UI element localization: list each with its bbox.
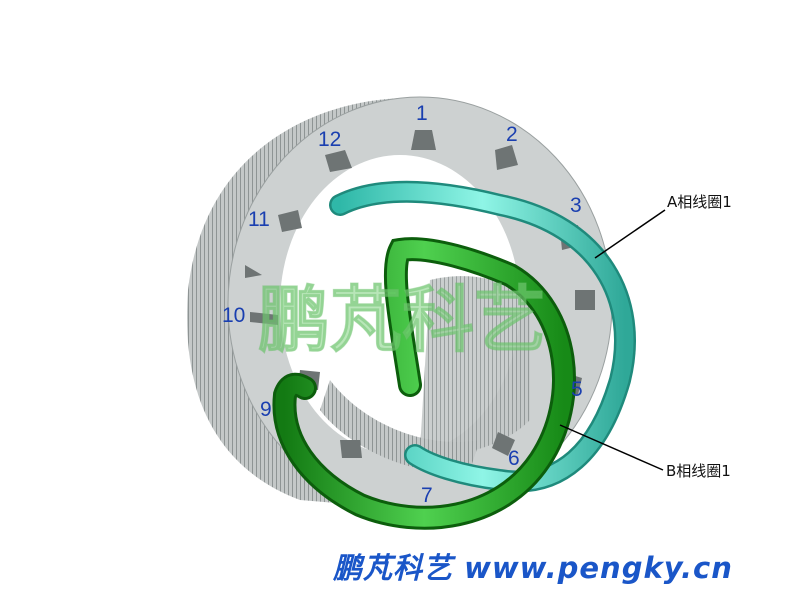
coil-b [272,237,576,530]
leader-line-b [559,424,664,471]
slot-number-5: 5 [571,378,583,401]
slot-number-11: 11 [248,208,270,231]
slot-number-3: 3 [570,194,582,217]
slot-number-2: 2 [506,123,518,146]
watermark-text: 鹏芃科艺 [258,278,546,362]
footer-brand-url: 鹏芃科艺 www.pengky.cn [333,551,733,585]
slot-number-12: 12 [318,128,341,151]
slot-number-9: 9 [260,398,272,421]
slot-number-6: 6 [508,447,520,470]
coil-a [329,180,636,493]
slot-number-10: 10 [222,304,245,327]
slot-numbers: 1 2 3 5 6 7 9 10 11 12 [222,102,583,507]
label-coil-a: A相线圈1 [667,193,732,211]
label-coil-b: B相线圈1 [666,462,731,480]
leader-line-a [594,209,666,259]
slot-number-1: 1 [416,102,428,125]
slot-number-7: 7 [421,484,433,507]
